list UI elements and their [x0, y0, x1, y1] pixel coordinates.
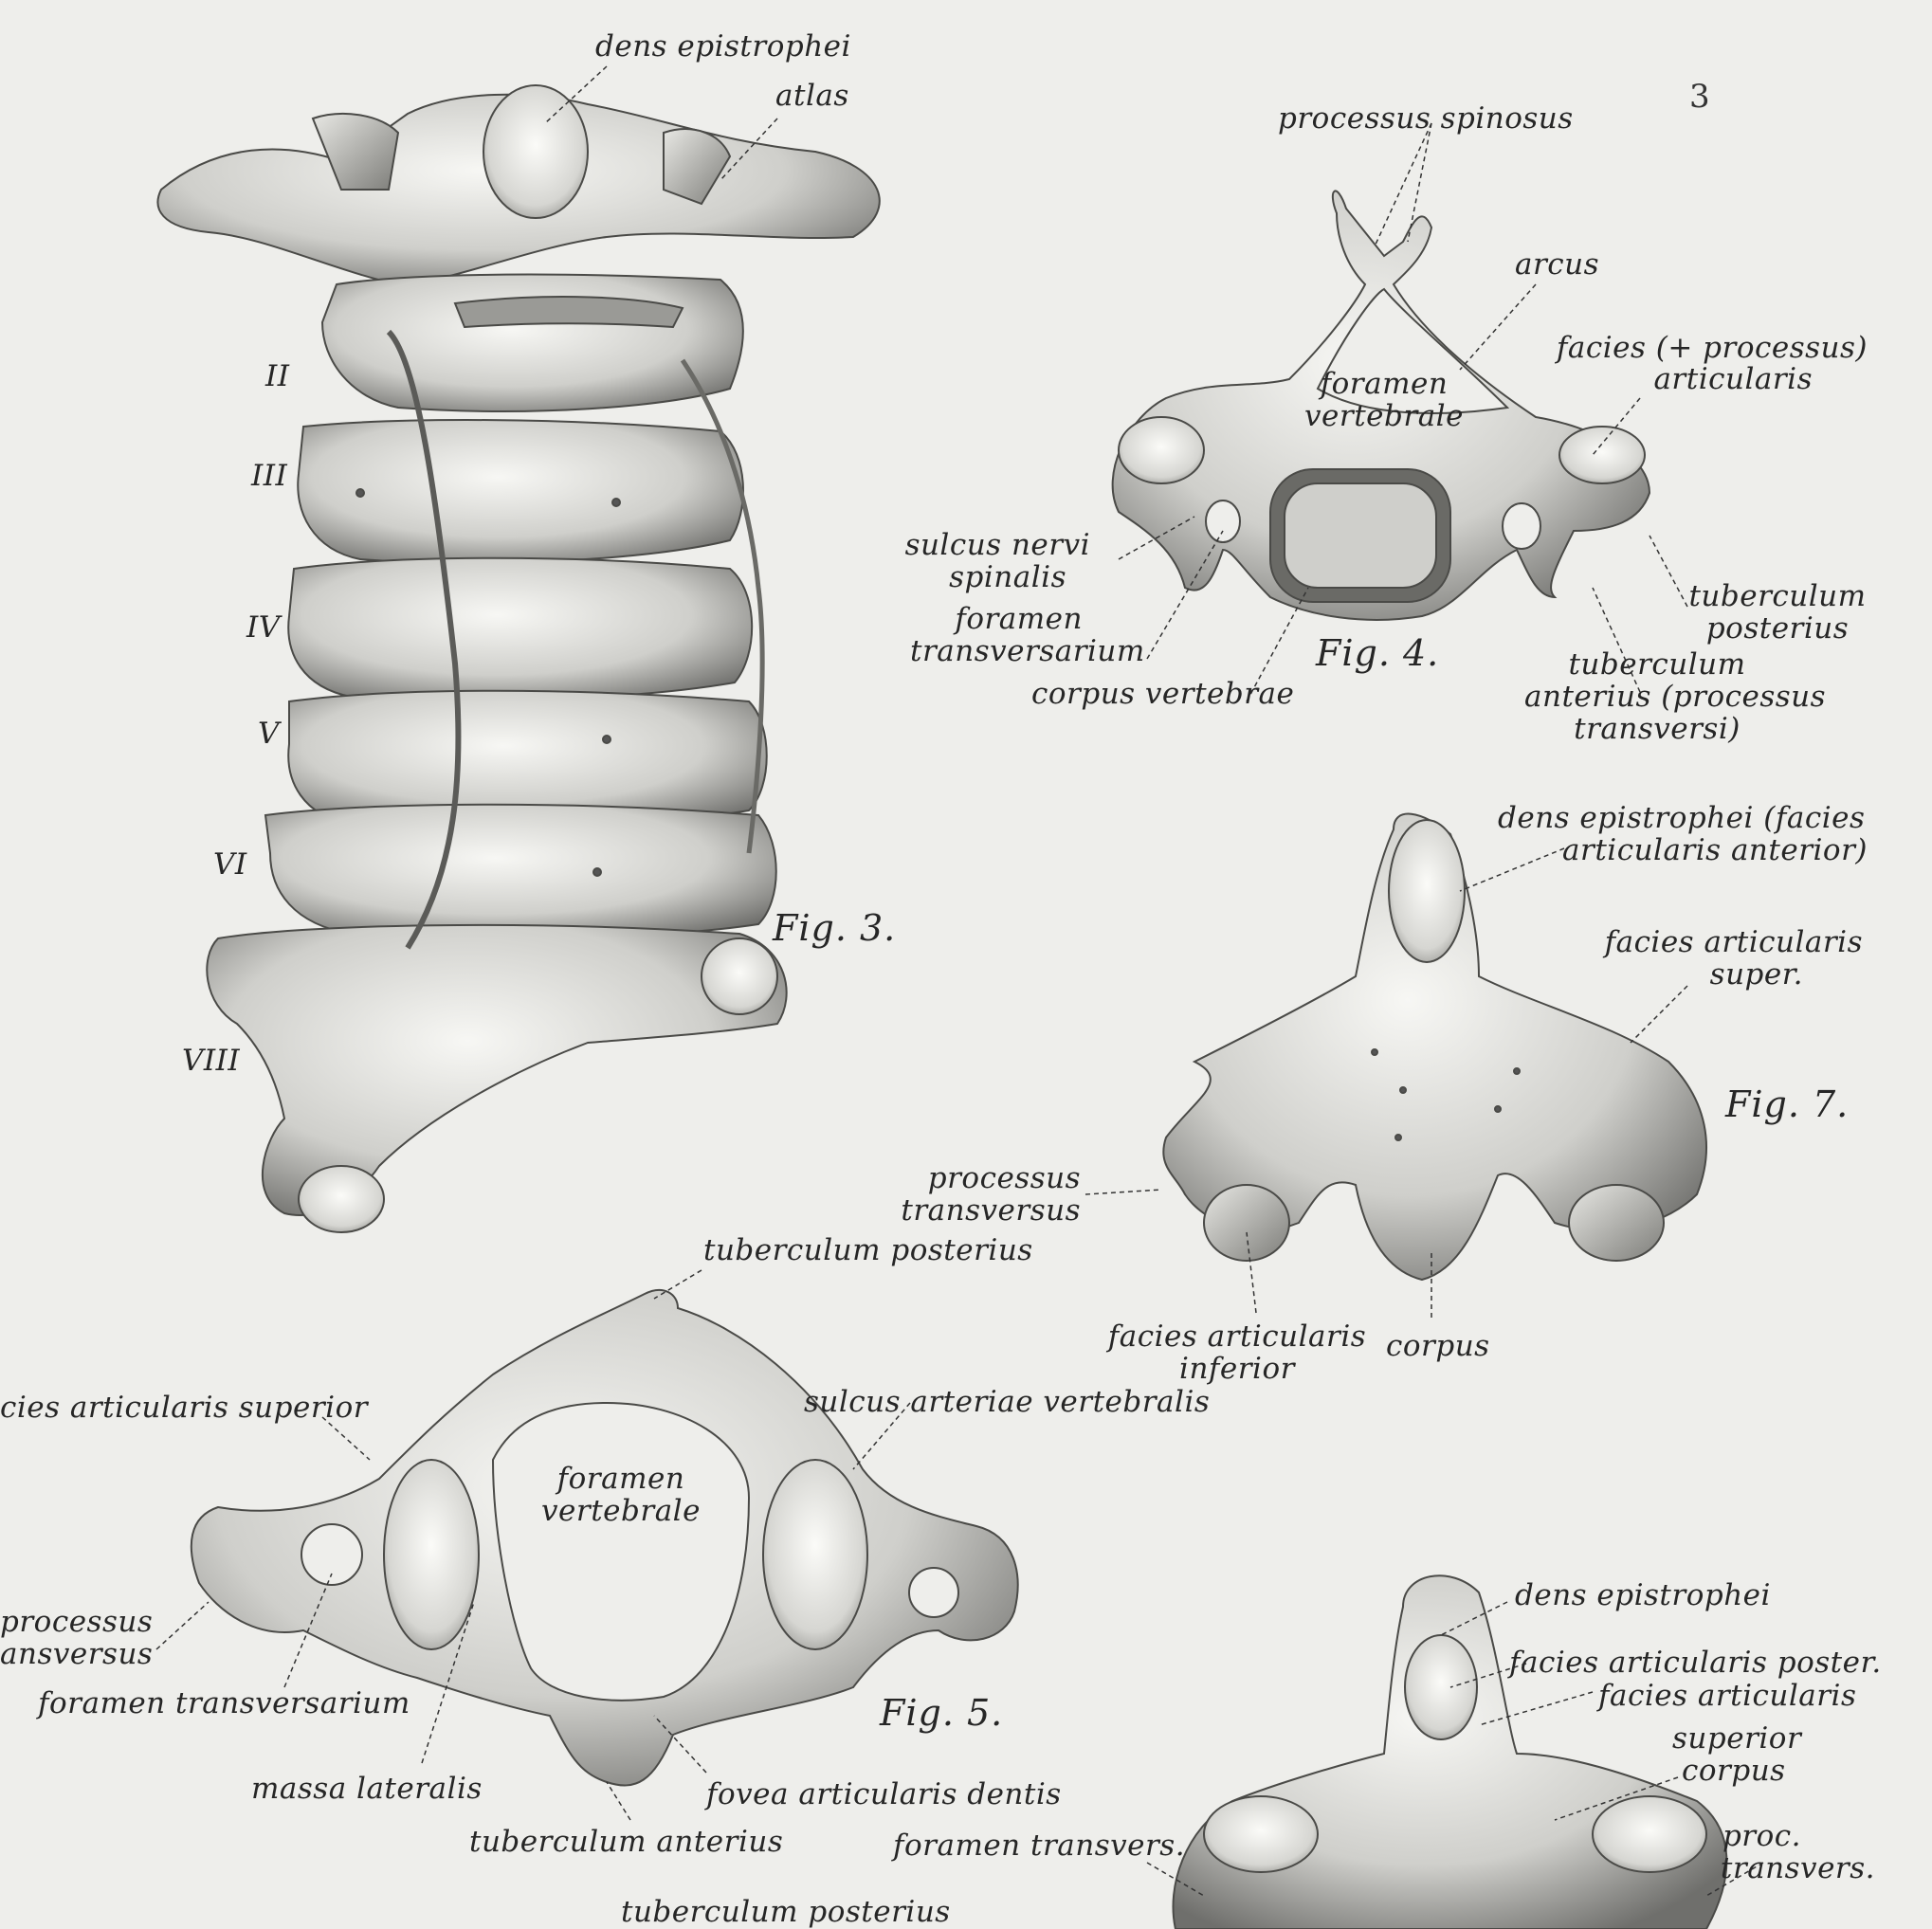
fig5-label-tub-post-bottom: tuberculum posterius	[621, 1895, 951, 1929]
fig5-label-tub-ant: tuberculum anterius	[469, 1825, 784, 1859]
fig7-label-facies-sup-2: super.	[1709, 957, 1803, 992]
fig7-axis-anterior	[1162, 812, 1707, 1282]
fig3-numeral-V: V	[258, 717, 280, 751]
fig4-label-facies-1: facies (+ processus)	[1556, 331, 1868, 365]
fig5-caption: Fig. 5.	[880, 1692, 1004, 1734]
fig3-numeral-IV: IV	[246, 610, 281, 645]
fig4-label-sulcus-1: sulcus nervi	[904, 528, 1090, 562]
fig3-numeral-VI: VI	[213, 847, 247, 882]
fig3-label-dens: dens epistrophei	[595, 29, 851, 64]
fig5-label-foramen-1: foramen	[556, 1462, 685, 1496]
fig5-label-foramen-tr: foramen transversarium	[38, 1686, 410, 1720]
fig5-label-foramen-2: vertebrale	[541, 1494, 701, 1528]
fig8-label-dens: dens epistrophei	[1515, 1578, 1771, 1612]
fig5-atlas-top	[190, 1289, 1019, 1787]
fig4-label-foramen-2: vertebrale	[1304, 399, 1464, 433]
fig7-label-dens-1: dens epistrophei (facies	[1498, 801, 1866, 835]
leader-lines	[155, 65, 1764, 1897]
fig4-label-arcus: arcus	[1515, 247, 1600, 282]
fig3-label-atlas: atlas	[775, 79, 849, 113]
fig7-label-facies-sup-1: facies articularis	[1604, 925, 1863, 959]
fig7-label-proc-tr-1: processus	[927, 1161, 1081, 1195]
fig8-label-proc-2: transvers.	[1720, 1851, 1875, 1885]
fig7-label-corpus: corpus	[1386, 1329, 1490, 1363]
fig4-cervical-vertebra	[1111, 190, 1651, 621]
page-number: 3	[1689, 78, 1710, 116]
fig5-label-fovea: fovea articularis dentis	[706, 1777, 1062, 1811]
fig4-caption: Fig. 4.	[1316, 632, 1440, 674]
fig8-label-foramen-tr: foramen transvers.	[893, 1829, 1186, 1863]
fig3-cervical-column	[156, 84, 881, 1233]
fig5-label-proc-1: processus	[0, 1605, 154, 1639]
fig4-label-tub-ant-2: anterius (processus	[1524, 680, 1827, 714]
fig4-label-tub-ant-1: tuberculum	[1568, 647, 1746, 682]
fig4-label-tub-post-1: tuberculum	[1688, 579, 1867, 613]
fig5-label-proc-2: ansversus	[0, 1637, 154, 1671]
fig7-label-facies-inf-1: facies articularis	[1107, 1319, 1367, 1354]
fig5-label-facies-sup: cies articularis superior	[0, 1391, 369, 1425]
fig8-label-superior: superior	[1672, 1721, 1802, 1756]
fig3-numeral-II: II	[265, 359, 290, 393]
fig4-label-tub-post-2: posterius	[1705, 611, 1850, 646]
fig8-label-facies-poster: facies articularis poster.	[1509, 1646, 1882, 1680]
fig4-label-foramen-tr-2: transversarium	[910, 634, 1145, 668]
fig4-label-foramen-tr-1: foramen	[955, 602, 1083, 636]
fig3-numeral-VIII: VIII	[182, 1044, 241, 1078]
fig8-axis-posterior	[1172, 1574, 1728, 1929]
fig4-label-facies-2: articularis	[1653, 362, 1813, 396]
fig8-label-facies-art: facies articularis	[1598, 1679, 1857, 1713]
fig4-label-processus-spinosus: processus spinosus	[1278, 101, 1574, 136]
fig4-label-sulcus-2: spinalis	[949, 560, 1066, 594]
fig7-label-proc-tr-2: transversus	[901, 1193, 1081, 1228]
fig3-numeral-III: III	[251, 459, 288, 493]
fig4-label-foramen-1: foramen	[1320, 367, 1449, 401]
fig5-label-sulcus: sulcus arteriae vertebralis	[804, 1385, 1211, 1419]
fig8-label-corpus: corpus	[1682, 1754, 1786, 1788]
fig4-label-corpus: corpus vertebrae	[1031, 677, 1295, 711]
fig3-caption: Fig. 3.	[773, 907, 897, 949]
fig5-label-tub-post: tuberculum posterius	[703, 1233, 1033, 1267]
fig8-label-proc-1: proc.	[1722, 1819, 1801, 1853]
fig7-label-facies-inf-2: inferior	[1179, 1352, 1295, 1386]
fig4-label-tub-ant-3: transversi)	[1574, 712, 1741, 746]
fig7-label-dens-2: articularis anterior)	[1562, 833, 1868, 867]
fig5-label-massa: massa lateralis	[251, 1772, 483, 1806]
fig7-caption: Fig. 7.	[1725, 1083, 1850, 1125]
